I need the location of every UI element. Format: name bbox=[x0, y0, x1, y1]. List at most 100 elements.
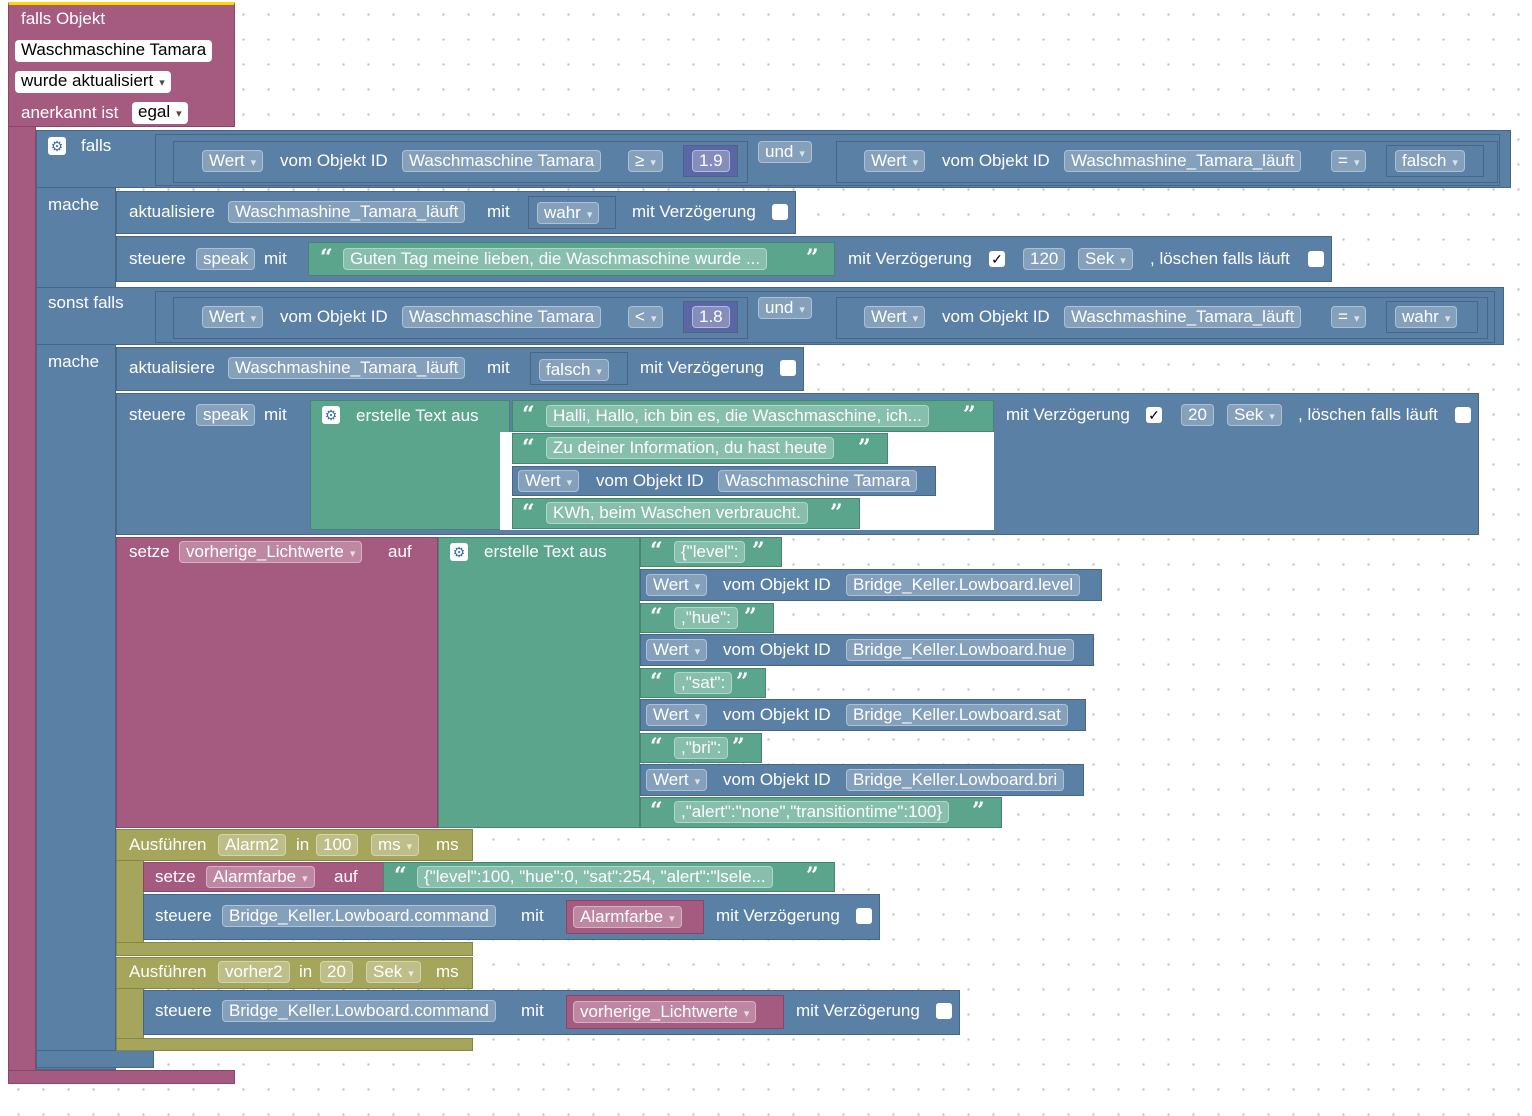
text-block[interactable] bbox=[512, 498, 860, 529]
timer-name-field[interactable]: Alarm2 bbox=[218, 834, 286, 856]
delay-number-field[interactable]: 20 bbox=[1181, 404, 1214, 426]
variable-dropdown[interactable]: vorherige_Lichtwerte bbox=[179, 541, 363, 563]
gear-icon[interactable]: ⚙ bbox=[48, 137, 66, 155]
operator-dropdown[interactable]: = bbox=[1331, 306, 1367, 328]
operator-dropdown[interactable]: ≥ bbox=[628, 150, 663, 172]
bool-dropdown[interactable]: falsch bbox=[539, 359, 609, 381]
object-id-field[interactable]: Waschmaschine Tamara bbox=[402, 150, 602, 172]
unit-dropdown[interactable]: Sek bbox=[1227, 404, 1282, 426]
text-field[interactable]: ,"alert":"none","transitiontime":100} bbox=[674, 801, 950, 823]
compare-block-4[interactable] bbox=[836, 297, 1488, 339]
text-block[interactable] bbox=[512, 433, 888, 464]
delay-checkbox[interactable] bbox=[772, 204, 788, 220]
wert-dropdown[interactable]: Wert bbox=[864, 306, 926, 328]
control-id-field[interactable]: Bridge_Keller.Lowboard.command bbox=[222, 1000, 496, 1022]
object-id-field[interactable]: Bridge_Keller.Lowboard.sat bbox=[846, 704, 1068, 726]
operator-dropdown[interactable]: = bbox=[1331, 150, 1367, 172]
wert-dropdown[interactable]: Wert bbox=[646, 639, 708, 661]
object-id-field[interactable]: Waschmashine_Tamara_läuft bbox=[1064, 306, 1302, 328]
delay-checkbox[interactable]: ✓ bbox=[1146, 407, 1162, 423]
wert-dropdown[interactable]: Wert bbox=[646, 704, 708, 726]
clear-checkbox[interactable] bbox=[1308, 251, 1324, 267]
object-value-block[interactable] bbox=[512, 466, 936, 496]
wert-dropdown[interactable]: Wert bbox=[202, 306, 264, 328]
text-field[interactable]: Halli, Hallo, ich bin es, die Waschmasch… bbox=[546, 405, 929, 427]
number-field[interactable]: 1.9 bbox=[692, 150, 730, 172]
trigger-event-dropdown[interactable]: wurde aktualisiert bbox=[15, 71, 171, 93]
variable-dropdown[interactable]: vorherige_Lichtwerte bbox=[573, 1001, 757, 1023]
ack-dropdown[interactable]: egal bbox=[132, 102, 188, 124]
timer-number-field[interactable]: 100 bbox=[316, 834, 359, 856]
timer-number-field[interactable]: 20 bbox=[320, 961, 353, 983]
control-id-field[interactable]: Bridge_Keller.Lowboard.command bbox=[222, 905, 496, 927]
bool-dropdown[interactable]: wahr bbox=[537, 202, 600, 224]
delay-number-field[interactable]: 120 bbox=[1023, 248, 1066, 270]
object-id-field[interactable]: Bridge_Keller.Lowboard.hue bbox=[846, 639, 1074, 661]
text-block[interactable] bbox=[640, 603, 774, 633]
text-block[interactable] bbox=[383, 862, 835, 892]
timer-name-field[interactable]: vorher2 bbox=[218, 961, 290, 983]
delay-checkbox[interactable] bbox=[936, 1003, 952, 1019]
object-id-field[interactable]: Waschmaschine Tamara bbox=[402, 306, 602, 328]
wert-dropdown[interactable]: Wert bbox=[864, 150, 926, 172]
object-id-field[interactable]: Bridge_Keller.Lowboard.level bbox=[846, 574, 1081, 596]
wert-dropdown[interactable]: Wert bbox=[646, 574, 708, 596]
trigger-object-field[interactable]: Waschmaschine Tamara bbox=[15, 40, 213, 62]
bool-dropdown[interactable]: wahr bbox=[1395, 306, 1458, 328]
object-id-field[interactable]: Waschmaschine Tamara bbox=[718, 470, 918, 492]
text-field[interactable]: ,"bri": bbox=[674, 737, 729, 759]
join-text-block[interactable] bbox=[310, 400, 510, 530]
delay-checkbox[interactable]: ✓ bbox=[989, 251, 1005, 267]
text-block[interactable] bbox=[640, 668, 766, 698]
delay-checkbox[interactable] bbox=[856, 908, 872, 924]
text-field[interactable]: ,"hue": bbox=[674, 607, 738, 629]
update-block-2[interactable] bbox=[116, 347, 804, 391]
unit-dropdown[interactable]: Sek bbox=[1078, 248, 1133, 270]
text-field[interactable]: {"level": bbox=[674, 541, 746, 563]
text-block[interactable] bbox=[640, 537, 782, 567]
join-text-block[interactable] bbox=[438, 537, 640, 828]
and-dropdown[interactable]: und bbox=[758, 297, 812, 319]
clear-checkbox[interactable] bbox=[1455, 407, 1471, 423]
variable-dropdown[interactable]: Alarmfarbe bbox=[206, 866, 315, 888]
object-value-block[interactable] bbox=[640, 569, 1102, 601]
control-id-field[interactable]: speak bbox=[196, 248, 256, 270]
wert-dropdown[interactable]: Wert bbox=[646, 769, 708, 791]
text-field[interactable]: ,"sat": bbox=[674, 672, 733, 694]
update-id-field[interactable]: Waschmashine_Tamara_läuft bbox=[228, 201, 466, 223]
operator-dropdown[interactable]: < bbox=[628, 306, 664, 328]
text-field[interactable]: {"level":100, "hue":0, "sat":254, "alert… bbox=[417, 866, 773, 888]
object-id-field[interactable]: Bridge_Keller.Lowboard.bri bbox=[846, 769, 1065, 791]
wert-dropdown[interactable]: Wert bbox=[518, 470, 580, 492]
text-block[interactable] bbox=[308, 242, 835, 276]
object-value-block[interactable] bbox=[640, 764, 1084, 796]
gear-icon[interactable]: ⚙ bbox=[322, 406, 340, 424]
if-block[interactable] bbox=[36, 130, 116, 1070]
object-value-block[interactable] bbox=[640, 699, 1086, 731]
wert-dropdown[interactable]: Wert bbox=[202, 150, 264, 172]
text-block[interactable] bbox=[512, 400, 994, 432]
text-block[interactable] bbox=[640, 797, 1002, 828]
object-id-field[interactable]: Waschmashine_Tamara_läuft bbox=[1064, 150, 1302, 172]
object-value-block[interactable] bbox=[640, 634, 1094, 666]
update-id-field[interactable]: Waschmashine_Tamara_läuft bbox=[228, 357, 466, 379]
timer-unit-dropdown[interactable]: Sek bbox=[366, 961, 421, 983]
update-block-1[interactable] bbox=[116, 191, 796, 234]
set-variable-block[interactable] bbox=[116, 537, 438, 828]
gear-icon[interactable]: ⚙ bbox=[450, 543, 468, 561]
text-block[interactable] bbox=[640, 733, 762, 763]
control-id-field[interactable]: speak bbox=[196, 404, 256, 426]
variable-dropdown[interactable]: Alarmfarbe bbox=[573, 906, 682, 928]
control-block[interactable] bbox=[143, 894, 880, 940]
bool-dropdown[interactable]: falsch bbox=[1395, 150, 1465, 172]
control-block[interactable] bbox=[143, 990, 960, 1035]
text-field[interactable]: KWh, beim Waschen verbraucht. bbox=[546, 502, 808, 524]
delay-checkbox[interactable] bbox=[780, 360, 796, 376]
trigger-block[interactable] bbox=[8, 2, 235, 127]
and-dropdown[interactable]: und bbox=[758, 141, 812, 163]
text-field[interactable]: Guten Tag meine lieben, die Waschmaschin… bbox=[343, 248, 768, 270]
if-label: falls bbox=[81, 136, 112, 155]
timer-unit-dropdown[interactable]: ms bbox=[371, 834, 420, 856]
text-field[interactable]: Zu deiner Information, du hast heute bbox=[546, 437, 835, 459]
number-field[interactable]: 1.8 bbox=[692, 306, 730, 328]
